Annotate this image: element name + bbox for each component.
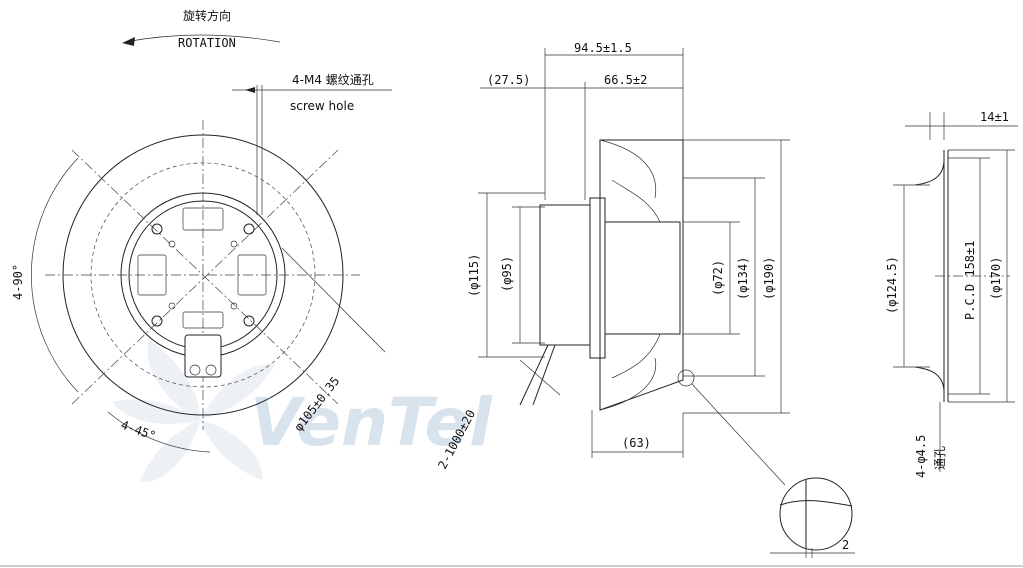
dia-72-label: (φ72) [711, 260, 725, 296]
side-impeller-outline [599, 139, 684, 411]
watermark-brand: VenTel [250, 384, 493, 461]
side-impeller-hub [604, 221, 681, 335]
angle-45-arc [107, 411, 211, 453]
dia-95-label: (φ95) [500, 256, 514, 292]
pcd-158-label: P.C.D 158±1 [963, 241, 977, 320]
angle-90-arc [30, 157, 79, 393]
dia-190-label: (φ190) [762, 257, 776, 300]
side-motor-body [539, 204, 591, 346]
holes-label-cn: 通孔 [933, 446, 947, 470]
dim-14: 14±1 [980, 110, 1009, 124]
dia-115-label: (φ115) [467, 254, 481, 297]
inlet-ring-view: 14±1 (φ124.5) P.C.D 158±1 (φ170) 4-φ4.5 … [885, 110, 1018, 478]
angle-90-label: 4-90° [11, 264, 25, 300]
pcd-leader [281, 247, 386, 353]
rotation-arrow-head [122, 37, 135, 46]
rotation-indicator: 旋转方向 ROTATION [122, 8, 281, 50]
side-flange [589, 197, 606, 359]
dim-94-5: 94.5±1.5 [574, 41, 632, 55]
watermark: VenTel [112, 340, 493, 483]
dim-63: (63) [622, 436, 651, 450]
screw-hole-label-cn: 4-M4 螺纹通孔 [292, 73, 374, 87]
rotation-arrow-arc [124, 34, 281, 43]
rotation-label-en: ROTATION [178, 36, 236, 50]
detail-marker [677, 369, 695, 387]
dia-134-label: (φ134) [736, 257, 750, 300]
dia-124-5-label: (φ124.5) [885, 256, 899, 314]
detail-dim-2: 2 [842, 538, 849, 552]
front-mounting-holes [151, 223, 255, 327]
detail-view: 2 [770, 477, 855, 558]
ring-top-curl [914, 159, 945, 186]
rotation-label-cn: 旋转方向 [183, 8, 231, 23]
cable-gland [184, 334, 222, 378]
front-hub-pads [137, 207, 267, 378]
dia-170-label: (φ170) [989, 257, 1003, 300]
dim-66-5: 66.5±2 [604, 73, 647, 87]
holes-label: 4-φ4.5 [914, 435, 928, 478]
screw-hole-label-en: screw hole [290, 99, 354, 113]
ring-bottom-curl [914, 366, 945, 393]
detail-circle [779, 477, 853, 551]
screw-hole-callout: 4-M4 螺纹通孔 screw hole [232, 73, 392, 215]
dim-27-5: (27.5) [487, 73, 530, 87]
watermark-fan-logo [112, 340, 275, 483]
